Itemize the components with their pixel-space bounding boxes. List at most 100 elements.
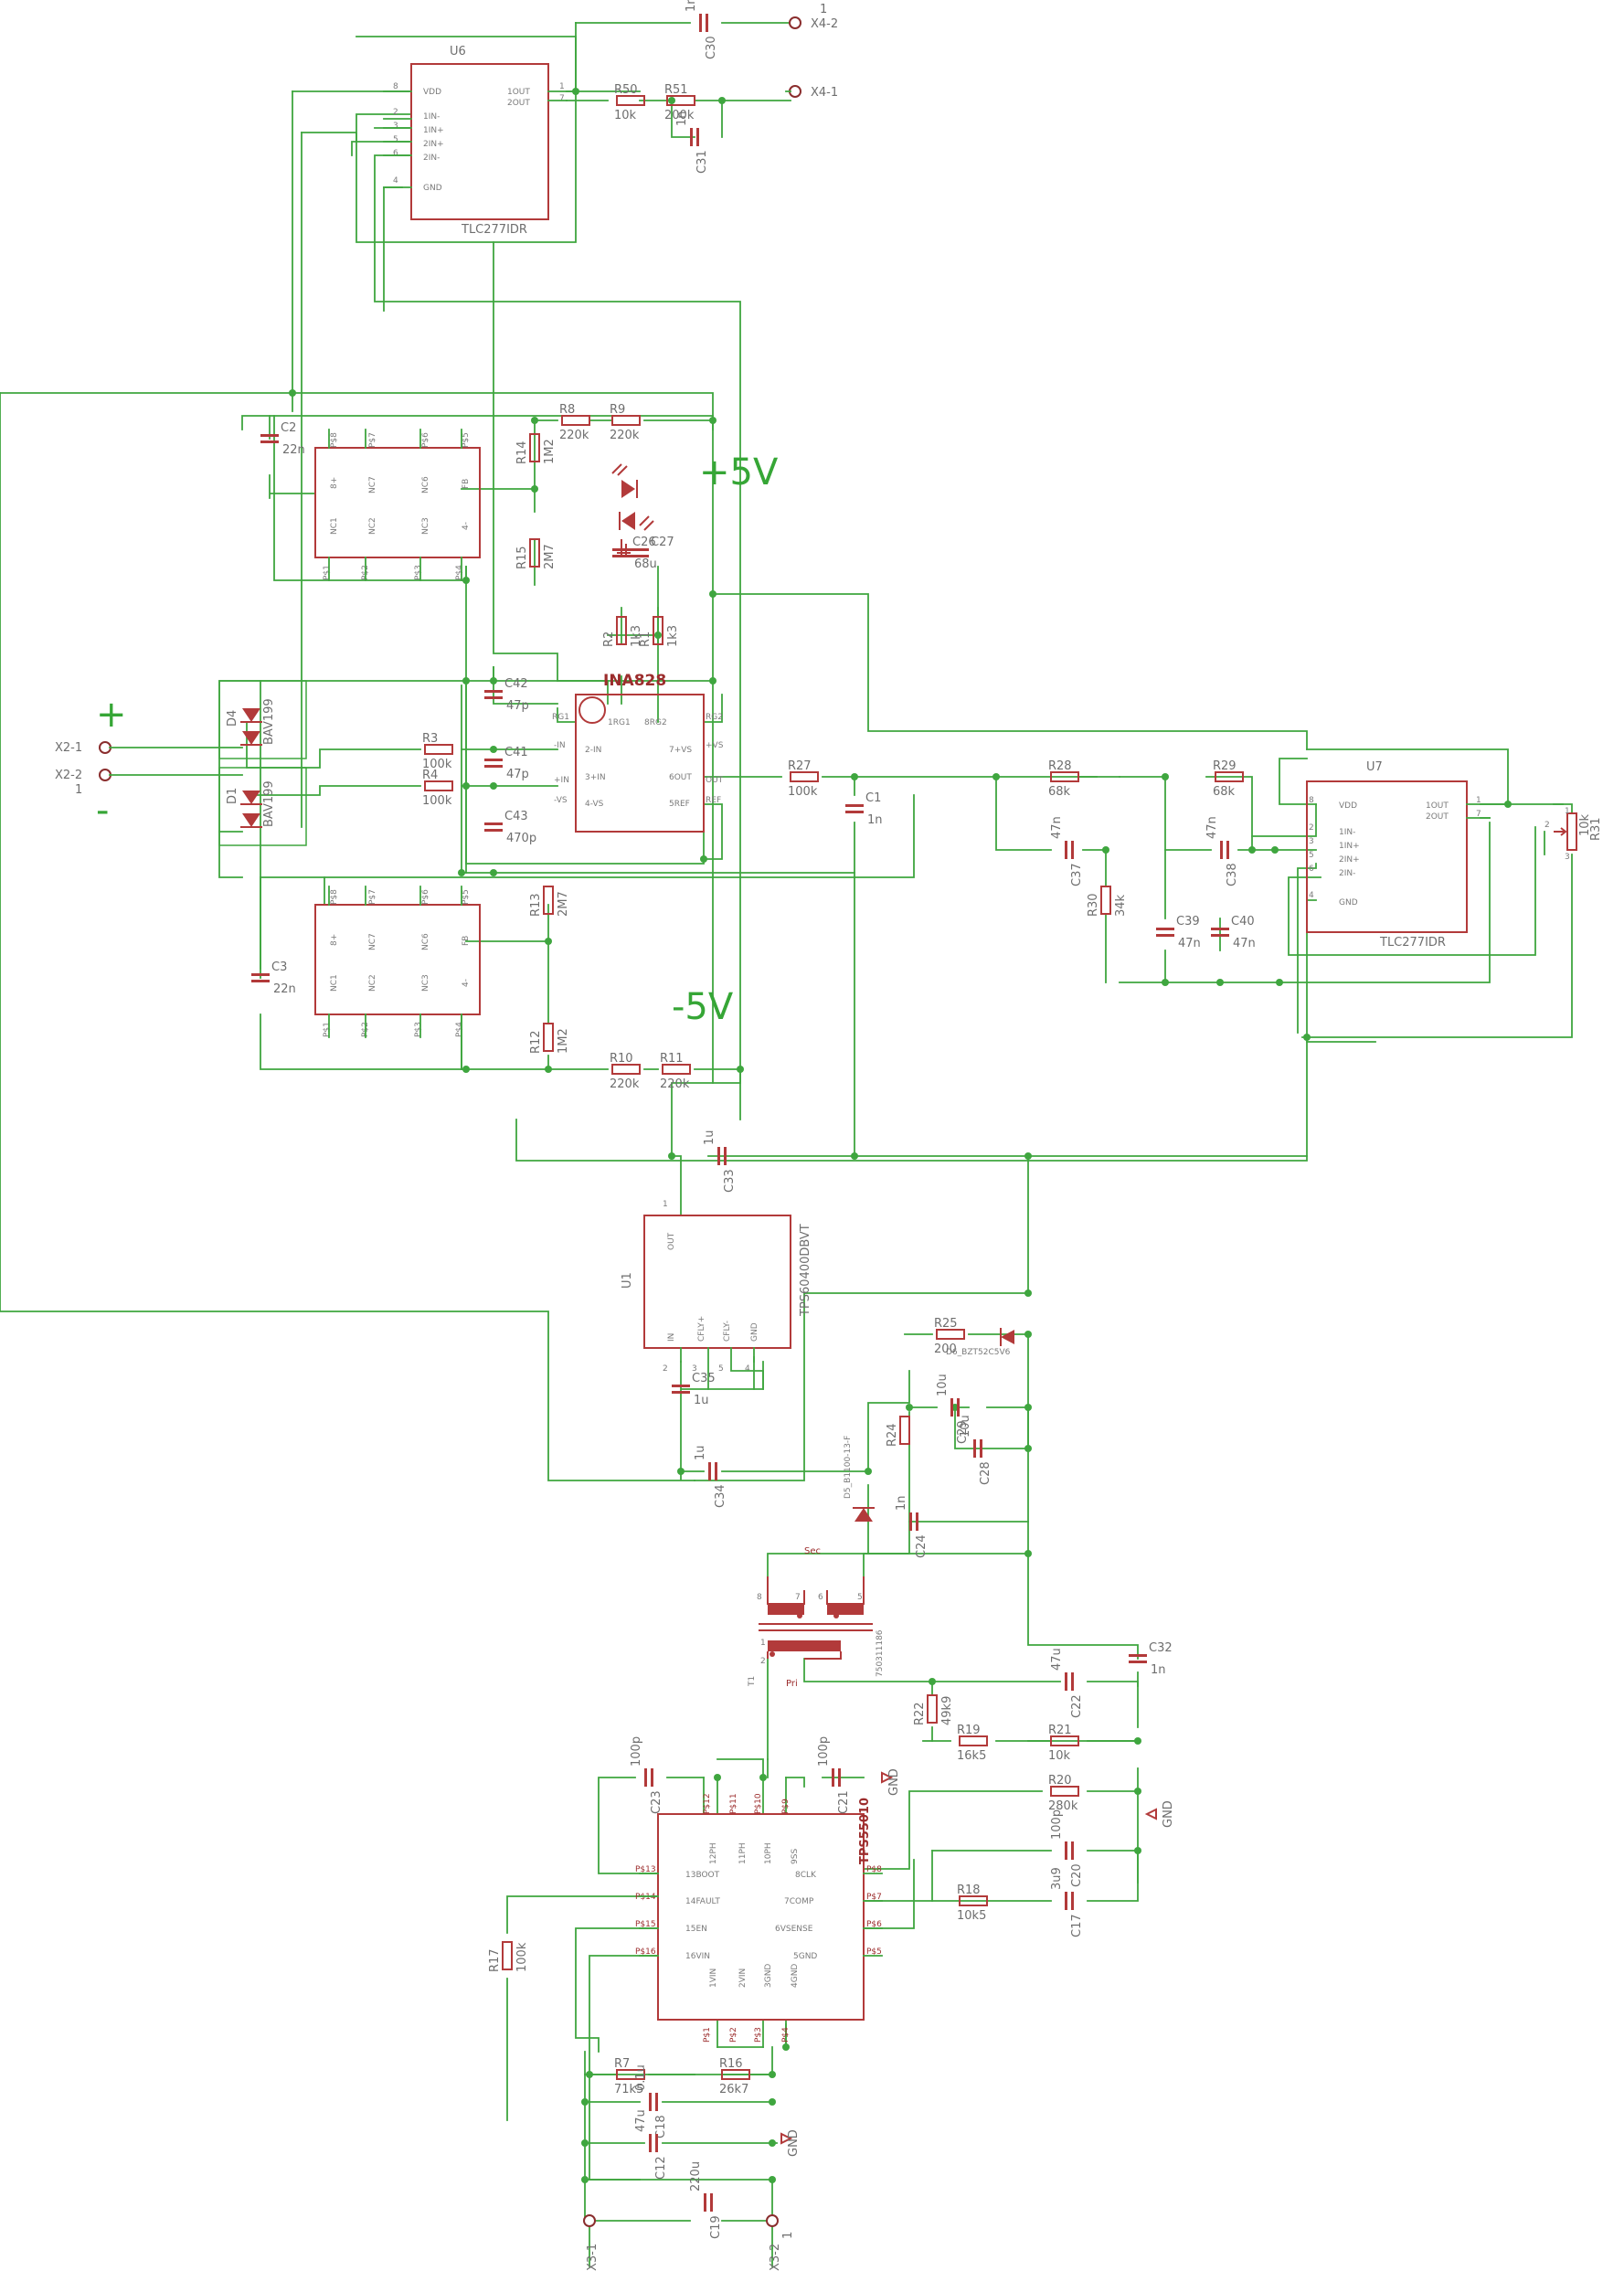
resistor-ref: R18 [957, 1884, 981, 1897]
iso-bot-pad-6: P$6 [421, 889, 430, 905]
potentiometer-r31[interactable]: R31 10k 1 2 3 [1544, 807, 1603, 862]
resistor-ref: R29 [1213, 759, 1237, 773]
resistor-ref: R7 [614, 2057, 630, 2071]
capacitor-ref: C22 [1070, 1694, 1084, 1718]
resistor-ref: R14 [515, 440, 529, 464]
x2-2-label: X2-2 [55, 769, 82, 782]
resistor-ref: R3 [422, 732, 438, 746]
u7-pn-6: 6 [1309, 865, 1314, 874]
u6-pn-6: 6 [393, 149, 398, 158]
iso-bot-pad-5: P$5 [462, 889, 471, 905]
u6-ref: U6 [450, 45, 466, 58]
resistor-value: 49k9 [940, 1696, 954, 1725]
resistor-value: 200 [934, 1342, 957, 1356]
u7-pin-2in-plus: 2IN+ [1339, 855, 1360, 865]
u6-pn-3: 3 [393, 122, 398, 131]
d6-ref: D6_BZT52C5V6 [946, 1348, 1011, 1357]
isolated-dcdc-bottom: 8+ NC7 NC6 FB NC1 NC2 NC3 4- P$8 P$7 P$6… [314, 886, 481, 1070]
u7-pn-5: 5 [1309, 851, 1314, 860]
capacitor-ref: C29 [956, 1420, 970, 1444]
u6-value: TLC277IDR [461, 223, 527, 237]
ina-side-vs-minus: -VS [554, 796, 568, 805]
capacitor-value: 47n [1178, 937, 1201, 950]
resistor-value: 34k [1114, 894, 1128, 917]
capacitor-value: 10u [936, 1374, 950, 1396]
resistor-value: 16k5 [957, 1749, 986, 1763]
resistor-value: 100k [515, 1942, 529, 1972]
capacitor-ref: C2 [281, 421, 296, 435]
t1-sec-label: Sec [804, 1546, 821, 1556]
ina-pin-3in-plus: 3+IN [585, 773, 606, 782]
u1-pn-5: 5 [718, 1364, 724, 1374]
capacitor-c2: C2 22n [260, 421, 305, 457]
tps55010-flyback-controller: TPS55010 13BOOT 14FAULT 15EN 16VIN 8CLK … [635, 1793, 883, 2043]
tps-pin-4gnd: 4GND [791, 1964, 800, 1988]
u7-pn-4: 4 [1309, 891, 1314, 900]
capacitor-value: 47u [1050, 1648, 1064, 1671]
resistor-value: 280k [1048, 1799, 1078, 1813]
capacitor-value: 47n [1205, 816, 1219, 839]
capacitor-value: 1n [685, 0, 698, 12]
u1-pin-cfly-minus: CFLY- [723, 1321, 732, 1342]
t1-part: 750311186 [876, 1629, 885, 1677]
capacitor-ref: C28 [979, 1461, 992, 1485]
u7-pn-3: 3 [1309, 837, 1314, 846]
ina-pin-5ref: 5REF [669, 800, 690, 809]
minus-5v-rail-label: -5V [672, 986, 734, 1028]
u6-op-amp: U6 TLC277IDR VDD 1IN- 1IN+ 2IN+ 2IN- GND… [383, 45, 577, 237]
r31-value: 10k [1578, 813, 1592, 836]
capacitor-value: 47p [506, 768, 529, 781]
capacitor-ref: C39 [1176, 915, 1200, 929]
capacitor-value: 10u [959, 1415, 972, 1438]
tps-pad-12: P$12 [703, 1793, 712, 1814]
u7-op-amp: U7 TLC277IDR VDD 1IN- 1IN+ 2IN+ 2IN- GND… [1306, 760, 1509, 950]
iso-top-pin-nc6: NC6 [421, 476, 430, 493]
x4-2-label: X4-2 [811, 17, 838, 31]
tps-pad-7: P$7 [866, 1893, 882, 1902]
iso-bot-pad-7: P$7 [368, 889, 377, 905]
resistor-ref: R4 [422, 769, 438, 782]
resistor-value: 200k [664, 109, 695, 122]
tps-pin-11ph: 11PH [738, 1842, 748, 1864]
iso-top-pin-nc2: NC2 [368, 517, 377, 535]
capacitor-ref: C18 [654, 2115, 668, 2138]
resistor-ref: R22 [913, 1702, 927, 1725]
resistor-value: 10k [1048, 1749, 1071, 1763]
capacitor-ref: C26 [632, 536, 656, 549]
capacitor-ref: C30 [705, 36, 718, 59]
capacitor-value: 22n [282, 443, 305, 457]
x3-2-terminal[interactable] [766, 2214, 779, 2227]
u1-charge-pump: U1 TPS60400DBVT OUT IN CFLY+ CFLY- GND 1… [621, 1200, 812, 1390]
iso-bot-pin-nc2: NC2 [368, 974, 377, 992]
resistor-value: 26k7 [719, 2083, 748, 2096]
d4-ref: D4 [226, 710, 239, 727]
capacitor-value: 47p [506, 699, 529, 713]
u7-pin-2out: 2OUT [1426, 812, 1449, 822]
capacitor-c39: C39 47n [1156, 915, 1201, 950]
diodes: D4 BAV199 D1 BAV199 D5_B1100-13-F D6_BZT… [218, 463, 1014, 1522]
u1-pn-1: 1 [663, 1200, 668, 1209]
tps-pin-5gnd: 5GND [793, 1952, 817, 1961]
u1-pn-2: 2 [663, 1364, 668, 1374]
iso-bot-pin-nc7: NC7 [368, 933, 377, 950]
x3-1-terminal[interactable] [583, 2214, 596, 2227]
resistor-r24: R24 [886, 1416, 910, 1447]
tps-pin-15en: 15EN [685, 1925, 707, 1934]
resistor-ref: R12 [529, 1030, 543, 1054]
capacitor-value: 47n [1050, 816, 1064, 839]
x4-2-terminal[interactable] [789, 16, 801, 29]
iso-bot-pin-nc6: NC6 [421, 933, 430, 950]
u1-pin-in: IN [667, 1333, 676, 1342]
